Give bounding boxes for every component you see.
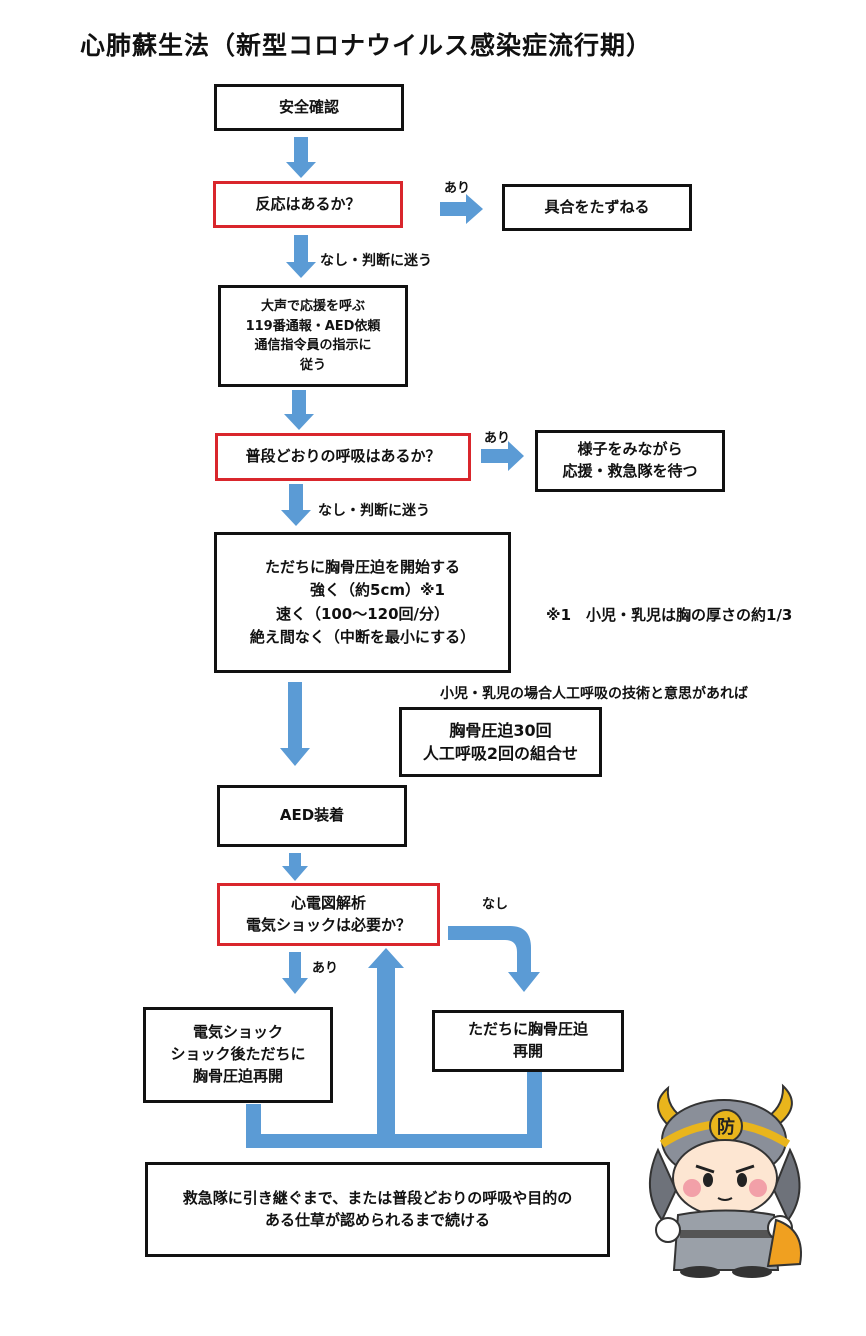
arrow-call-to-breathing [284, 390, 314, 430]
page-title: 心肺蘇生法（新型コロナウイルス感染症流行期） [80, 31, 653, 60]
label-breathing-no: なし・判断に迷う [318, 503, 430, 519]
arrow-safety-to-response [286, 137, 316, 178]
step-call-for-help: 大声で応援を呼ぶ 119番通報・AED依頼 通信指令員の指示に 従う [218, 285, 408, 387]
step-resume-compression: ただちに胸骨圧迫 再開 [432, 1010, 624, 1072]
step-response-decision: 反応はあるか？ [213, 181, 403, 228]
note-infant-depth: ※1 小児・乳児は胸の厚さの約1/3 [546, 606, 793, 624]
label-analysis-yes: あり [312, 961, 339, 976]
step-chest-compression: ただちに胸骨圧迫を開始する 強く（約5cm）※1 速く（100～120回/分） … [214, 532, 511, 673]
label-breathing-yes: あり [484, 431, 511, 446]
note-infant-ventilation: 小児・乳児の場合人工呼吸の技術と意思があれば [440, 686, 748, 702]
step-watch-and-wait: 様子をみながら 応援・救急隊を待つ [535, 430, 725, 492]
mascot-badge-text: 防 [717, 1116, 735, 1138]
label-analysis-no: なし [482, 897, 509, 912]
arrow-analysis-to-shock [282, 952, 308, 994]
samurai-mascot-icon: 防 [648, 1083, 802, 1278]
arrow-loop-up [368, 948, 404, 1148]
arrow-response-to-call [286, 235, 316, 278]
step-breathing-decision: 普段どおりの呼吸はあるか？ [215, 433, 471, 481]
step-safety-check: 安全確認 [214, 84, 404, 131]
step-ecg-analysis-decision: 心電図解析 電気ショックは必要か？ [217, 883, 440, 946]
step-compression-ventilation-ratio: 胸骨圧迫30回 人工呼吸2回の組合せ [399, 707, 602, 777]
arrow-compression-to-aed [280, 682, 310, 766]
arrow-analysis-to-resume [448, 926, 540, 992]
step-ask-condition: 具合をたずねる [502, 184, 692, 231]
arrow-breathing-to-watch [481, 441, 524, 471]
step-continue-until-handover: 救急隊に引き継ぐまで、または普段どおりの呼吸や目的の ある仕草が認められるまで続… [145, 1162, 610, 1257]
arrow-response-to-ask [440, 194, 483, 224]
step-electric-shock: 電気ショック ショック後ただちに 胸骨圧迫再開 [143, 1007, 333, 1103]
label-response-yes: あり [444, 181, 471, 196]
arrow-aed-to-analysis [282, 853, 308, 881]
arrow-resume-down [527, 1070, 542, 1148]
arrow-breathing-to-compression [281, 484, 311, 526]
label-response-no: なし・判断に迷う [320, 253, 432, 269]
step-attach-aed: AED装着 [217, 785, 407, 847]
